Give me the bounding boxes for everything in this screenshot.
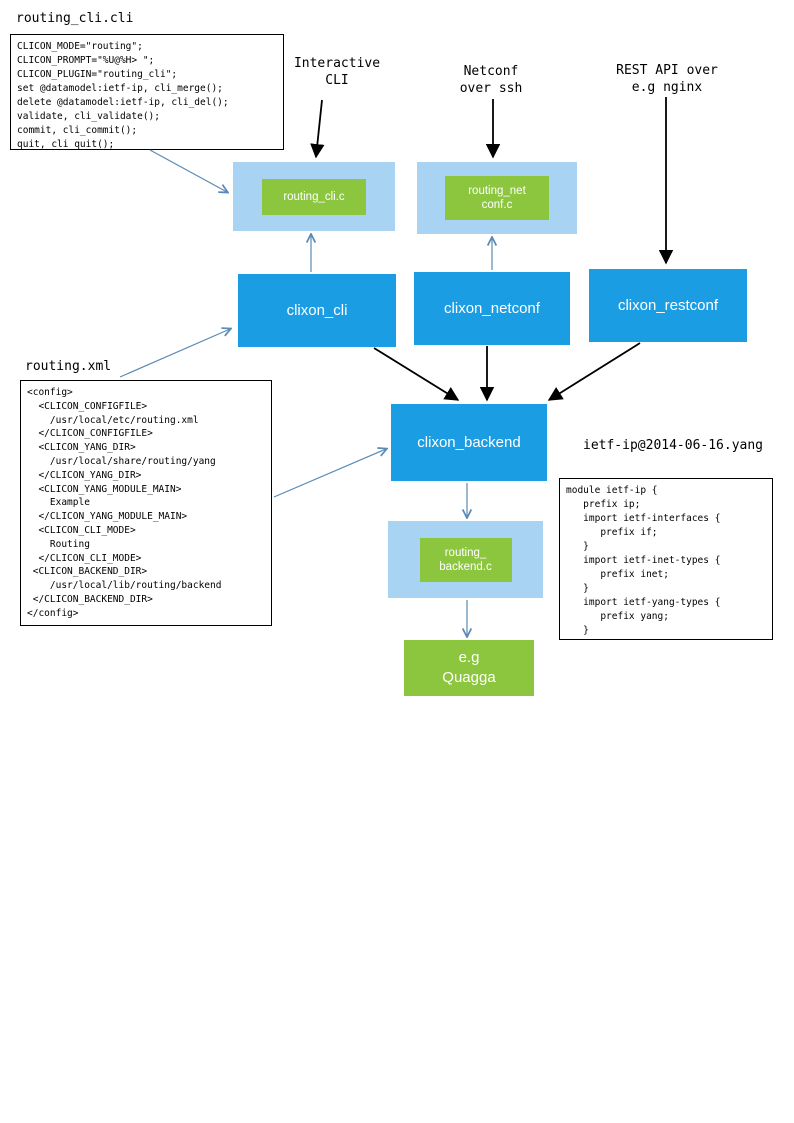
arrow-routing-xml-to-backend — [273, 449, 386, 498]
label-netconf-over-ssh: Netconf over ssh — [459, 64, 523, 96]
code-yang-module: module ietf-ip { prefix ip; import ietf-… — [559, 478, 773, 640]
code-routing-cli-cli: CLICON_MODE="routing"; CLICON_PROMPT="%U… — [10, 34, 284, 150]
node-routing-netconf-c-container: routing_net conf.c — [417, 162, 577, 234]
node-clixon-cli: clixon_cli — [238, 274, 396, 347]
arrow-interactive-cli-to-routing-cli-c — [310, 99, 325, 159]
arrow-clixon-cli-to-backend — [373, 347, 460, 401]
label-rest-api: REST API over e.g nginx — [616, 63, 718, 95]
node-quagga: e.g Quagga — [404, 640, 534, 696]
arrow-routing-cli-file-to-routing-cli-c — [149, 149, 227, 192]
label-yang-file: ietf-ip@2014-06-16.yang — [583, 438, 764, 453]
node-routing-cli-c-container: routing_cli.c — [233, 162, 395, 231]
node-routing-backend-c: routing_ backend.c — [419, 537, 512, 582]
node-clixon-netconf: clixon_netconf — [414, 272, 570, 345]
code-routing-xml: <config> <CLICON_CONFIGFILE> /usr/local/… — [20, 380, 272, 626]
node-clixon-restconf: clixon_restconf — [589, 269, 747, 342]
arrow-clixon-restconf-to-backend — [547, 342, 641, 401]
node-routing-cli-c: routing_cli.c — [262, 178, 366, 215]
arrow-routing-xml-to-clixon-cli — [119, 329, 230, 378]
node-clixon-backend: clixon_backend — [391, 404, 547, 481]
label-interactive-cli: Interactive CLI — [293, 56, 381, 88]
label-routing-xml: routing.xml — [25, 359, 112, 374]
node-routing-netconf-c: routing_net conf.c — [445, 176, 549, 220]
label-routing-cli-file: routing_cli.cli — [16, 11, 134, 26]
node-routing-backend-c-container: routing_ backend.c — [388, 521, 543, 598]
